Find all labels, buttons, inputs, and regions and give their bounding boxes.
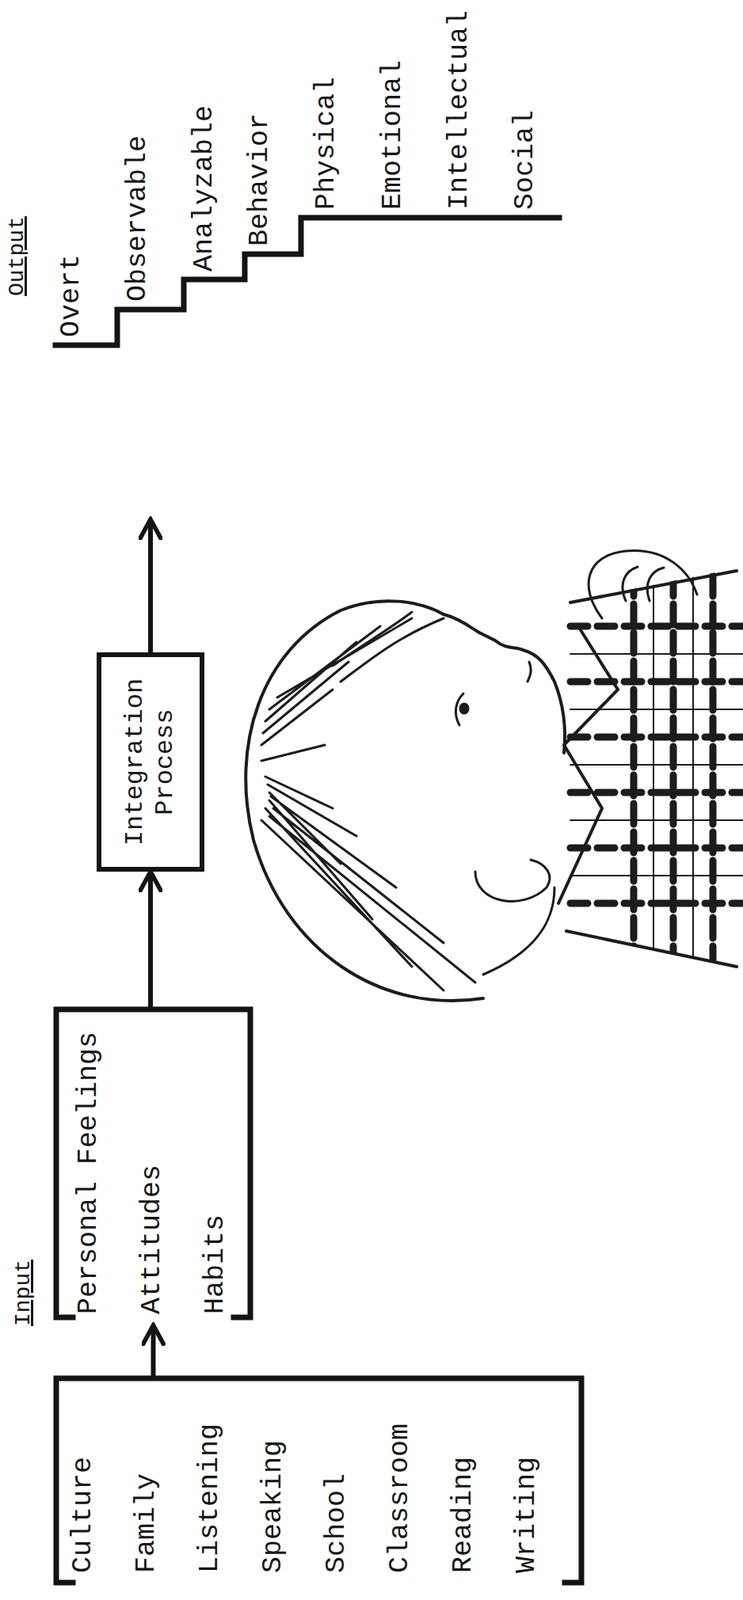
input-feelings-group: Personal Feelings Attitudes Habits (56, 1009, 251, 1326)
input-item: Reading (447, 1457, 480, 1574)
pupil (460, 704, 469, 714)
neck-line (483, 887, 555, 976)
input-item: Habits (199, 1215, 232, 1315)
output-item: Observable (121, 135, 154, 302)
mouth (527, 662, 531, 683)
output-item: Analyzable (188, 105, 221, 272)
input-item: Listening (194, 1424, 226, 1574)
input-item: School (320, 1474, 353, 1574)
output-item: Social (509, 110, 542, 210)
input-list-group: Culture Family Listening Speaking School Clas… (56, 1379, 582, 1592)
section-heading: Output (4, 216, 31, 297)
input-item: Attitudes (136, 1165, 168, 1315)
input-item: Culture (67, 1457, 100, 1574)
input-item: Classroom (384, 1424, 416, 1574)
process-label: Integration Process (120, 657, 181, 868)
flow-arrow (148, 519, 153, 653)
output-item: Behavior (243, 113, 276, 247)
input-item: Family (130, 1474, 163, 1574)
output-staircase-group: Overt Observable Analyzable Behavior Physica… (31, 0, 579, 520)
hair-outline (245, 601, 484, 1002)
feelings-bracket (56, 1009, 251, 1319)
input-item: Writing (510, 1457, 543, 1574)
output-item: Overt (55, 254, 88, 338)
input-item: Personal Feelings (72, 1032, 105, 1315)
input-bracket (56, 1379, 582, 1584)
flow-arrow (151, 1325, 157, 1380)
hair-strokes (261, 618, 476, 991)
hair-fringe (332, 612, 444, 683)
plaid-pattern (570, 563, 743, 968)
child-illustration (245, 550, 743, 1002)
process-box: Integration Process (96, 652, 205, 873)
output-item: Emotional (377, 60, 409, 210)
hand (588, 550, 698, 619)
input-item: Speaking (257, 1440, 290, 1574)
flow-arrow (148, 872, 153, 1010)
output-item: Physical (310, 76, 343, 210)
output-item: Intellectual (443, 10, 476, 210)
face-profile (443, 614, 565, 754)
ear (475, 860, 550, 902)
section-heading: Input (11, 1260, 37, 1327)
